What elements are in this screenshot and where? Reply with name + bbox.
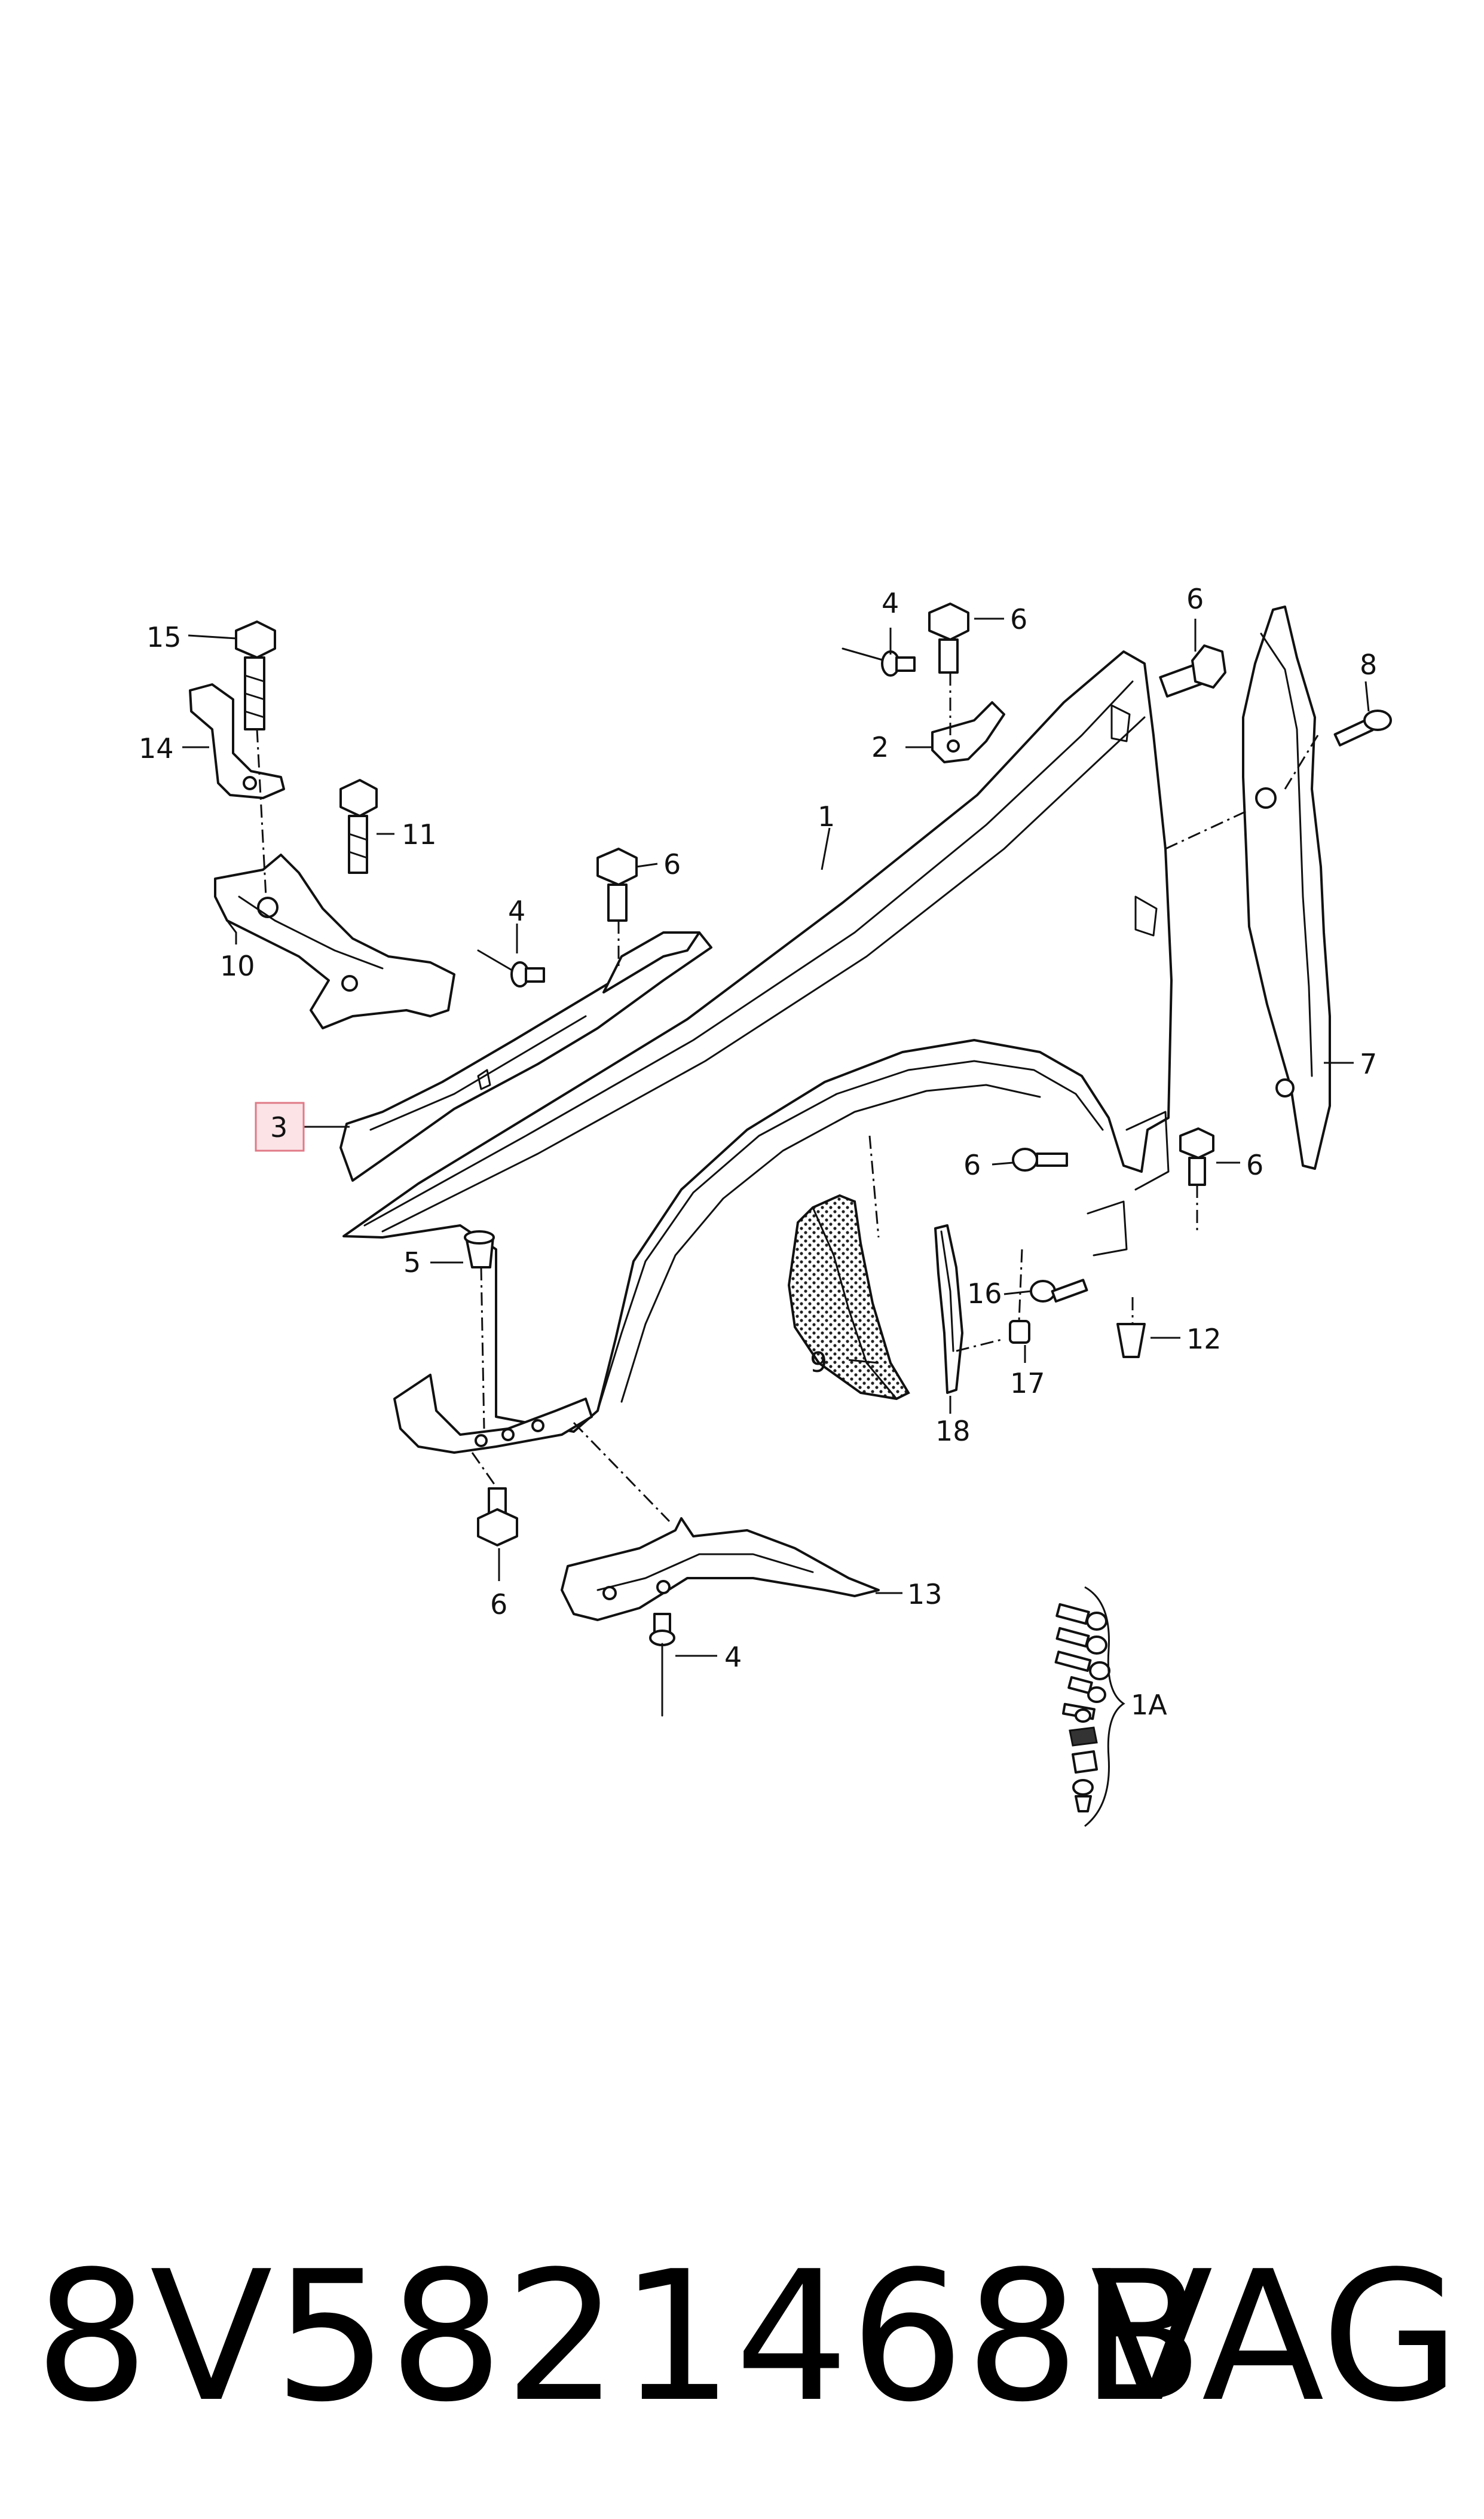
callout-17: 17 (1010, 1367, 1045, 1399)
callout-5: 5 (403, 1246, 421, 1279)
foam-insert (787, 1194, 910, 1401)
callout-4-bottom: 4 (724, 1641, 742, 1673)
part-number: 8V5821468B (35, 2233, 1205, 2441)
callout-6-center: 6 (663, 848, 681, 881)
side-shield-panel (1242, 606, 1331, 1170)
callout-2: 2 (871, 731, 889, 763)
nut-17 (1009, 1320, 1030, 1344)
callout-3: 3 (270, 1111, 287, 1144)
callout-11: 11 (402, 818, 437, 851)
callout-1a: 1A (1131, 1689, 1167, 1721)
callout-6-bottom: 6 (490, 1588, 507, 1621)
upper-bracket (189, 683, 285, 799)
callout-18: 18 (935, 1415, 971, 1447)
mount-bracket (214, 854, 455, 1029)
bolt-6-bottom (477, 1487, 518, 1546)
front-mount-bracket (393, 1374, 593, 1454)
callout-7: 7 (1360, 1048, 1377, 1080)
callout-14: 14 (139, 732, 174, 765)
brand-name: VAG (1090, 2233, 1460, 2441)
fender-panel (342, 650, 1173, 1433)
bolt-11 (339, 779, 378, 874)
assembly-lines (256, 672, 1319, 1523)
rivet-4-bottom (649, 1613, 675, 1717)
callout-6-top: 6 (1010, 603, 1027, 635)
bolt-15 (235, 620, 276, 730)
screw-8 (1333, 710, 1392, 747)
fender-rail-bracket (339, 931, 712, 1182)
rivet-4-center (477, 949, 545, 988)
bolt-6-right (1159, 644, 1226, 698)
callout-6-right: 6 (1186, 583, 1204, 615)
callout-6-arch: 6 (963, 1149, 981, 1181)
bolt-6-lower-right (1179, 1127, 1214, 1186)
callout-6-lower-right: 6 (1246, 1149, 1263, 1181)
sealing-strip (934, 1224, 963, 1394)
callout-12: 12 (1186, 1323, 1222, 1355)
callout-9: 9 (810, 1346, 827, 1378)
nut-12 (1116, 1323, 1146, 1358)
callout-1: 1 (818, 800, 835, 833)
lower-rail-bracket (561, 1517, 880, 1621)
screw-16 (1030, 1279, 1088, 1303)
footer: 8V5821468B VAG (0, 2212, 1484, 2463)
bolt-6-arch (1012, 1148, 1068, 1172)
callout-13: 13 (907, 1578, 943, 1610)
hardware-kit-1a (1054, 1586, 1125, 1827)
rivet-4-top (842, 647, 916, 677)
callout-10: 10 (220, 950, 255, 982)
callout-16: 16 (967, 1277, 1002, 1310)
callout-labels: 1 2 3 4 4 4 5 6 6 6 6 6 6 7 8 9 10 11 12… (139, 583, 1377, 1721)
callout-15: 15 (146, 621, 182, 653)
callout-3-highlight (255, 1102, 305, 1152)
nut-5 (464, 1230, 495, 1268)
callout-4-top: 4 (882, 587, 899, 619)
bolt-6-center (596, 848, 638, 922)
leader-lines (182, 617, 1370, 1657)
bolt-6-top (928, 603, 969, 674)
callout-4-center: 4 (508, 895, 525, 927)
callout-8: 8 (1360, 649, 1377, 681)
clip-bracket (931, 701, 1005, 763)
